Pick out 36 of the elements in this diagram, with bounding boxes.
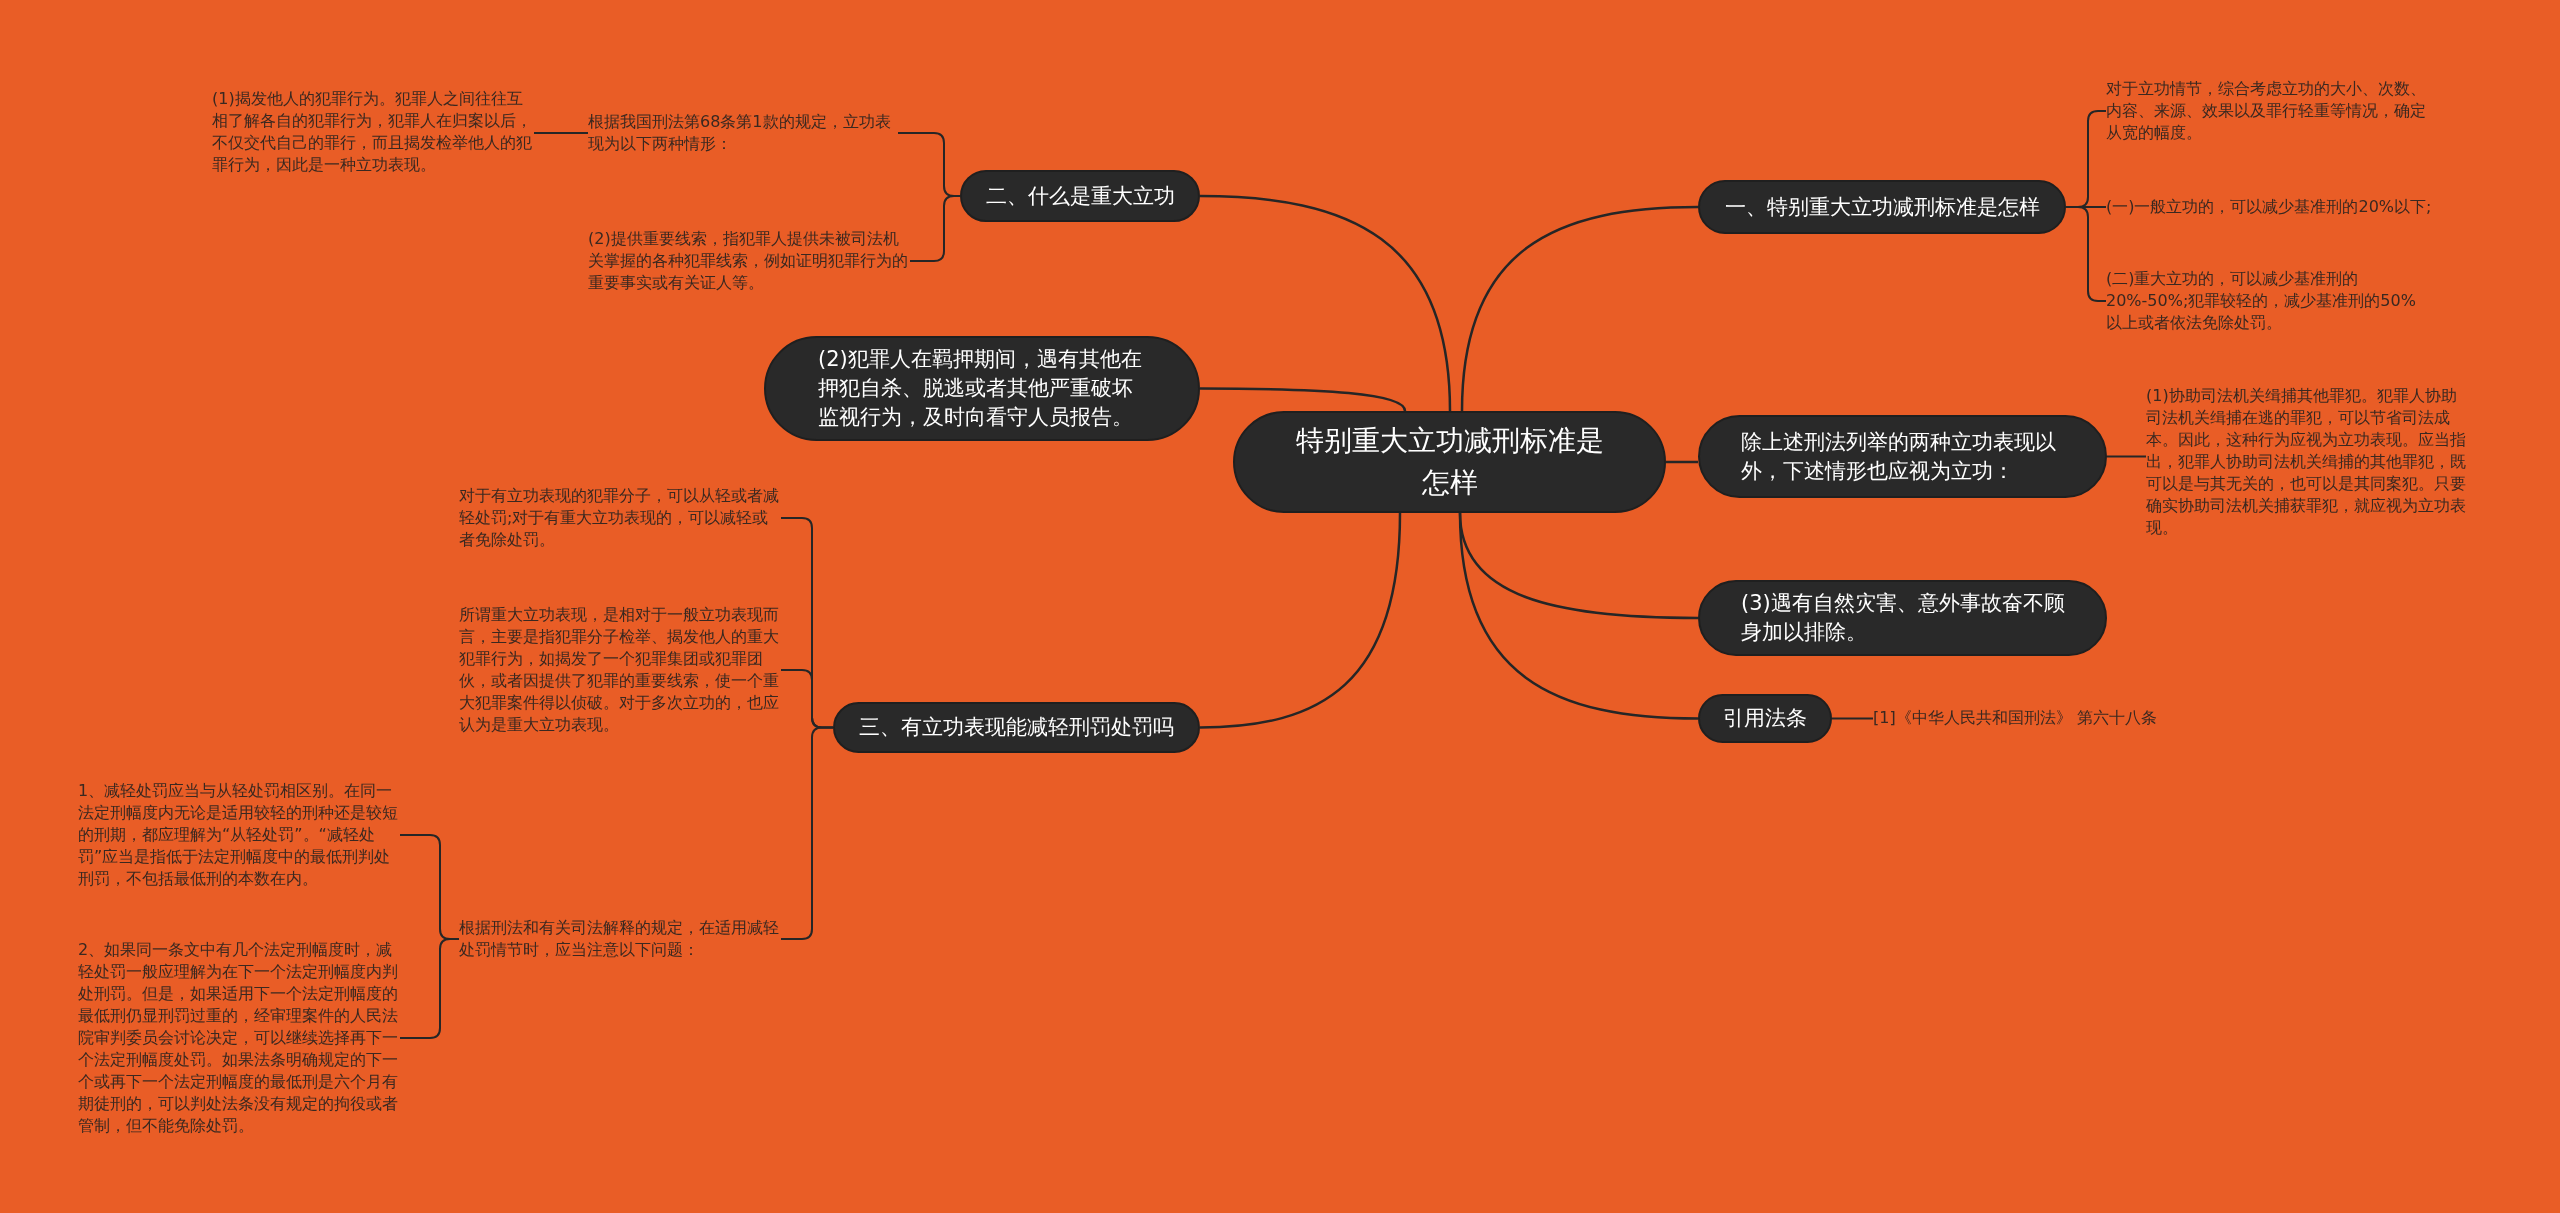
note-text: 对于立功情节，综合考虑立功的大小、次数、内容、来源、效果以及罪行轻重等情况，确定从宽的幅度。 (2106, 78, 2428, 144)
connector-line (1458, 512, 1699, 720)
topic-label: (2)犯罪人在羁押期间，遇有其他在押犯自杀、脱逃或者其他严重破坏监视行为，及时向看守人员报告。 (818, 346, 1143, 431)
note-text: 1、减轻处罚应当与从轻处罚相区别。在同一法定刑幅度内无论是适用较轻的刑种还是较短的刑期，都应理解为“从轻处罚”。“减轻处罚”应当是指低于法定刑幅度中的最低刑判处刑罚，不包括最低刑的本数在内。 (78, 780, 400, 890)
topic-pill (1698, 694, 1832, 743)
bracket-connector (909, 195, 961, 262)
note-text: (二)重大立功的，可以减少基准刑的20%-50%;犯罪较轻的，减少基准刑的50%以上或者依法免除处罚。 (2106, 268, 2428, 334)
note-text: (2)提供重要线索，指犯罪人提供未被司法机关掌握的各种犯罪线索，例如证明犯罪行为的重要事实或有关证人等。 (588, 228, 910, 294)
note-text: (1)协助司法机关缉捕其他罪犯。犯罪人协助司法机关缉捕在逃的罪犯，可以节省司法成本。因此，这种行为应视为立功表现。应当指出，犯罪人协助司法机关缉捕的其他罪犯，既可以是与其无关的，也可以是其同案犯。只要确实协助司法机关捕获罪犯，就应视为立功表现。 (2146, 385, 2468, 539)
bracket-connector (399, 938, 460, 1039)
connector-line (2106, 455, 2147, 458)
connector-line (1200, 387, 1407, 412)
topic-label: (3)遇有自然灾害、意外事故奋不顾身加以排除。 (1741, 590, 2066, 646)
note-text: (一)一般立功的，可以减少基准刑的20%以下; (2106, 196, 2451, 218)
note-text: 对于有立功表现的犯罪分子，可以从轻或者减轻处罚;对于有重大立功表现的，可以减轻或者免除处罚。 (459, 485, 781, 551)
connector-line (1831, 717, 1874, 720)
topic-label: 除上述刑法列举的两种立功表现以外，下述情形也应视为立功： (1741, 428, 2057, 485)
topic-pill (960, 170, 1200, 222)
note-text: 根据刑法和有关司法解释的规定，在适用减轻处罚情节时，应当注意以下问题： (459, 917, 781, 961)
connector-line (533, 132, 589, 134)
topic-label: 引用法条 (1722, 705, 1808, 732)
connector-line (1460, 205, 1699, 412)
note-text: 根据我国刑法第68条第1款的规定，立功表现为以下两种情形： (588, 111, 898, 155)
note-text: 2、如果同一条文中有几个法定刑幅度时，减轻处罚一般应理解为在下一个法定刑幅度内判处刑罚。但是，如果适用下一个法定刑幅度的最低刑仍显刑罚过重的，经审理案件的人民法院审判委员会讨论决定，可以继续选择再下一个法定刑幅度处罚。如果法条明确规定的下一个或再下一个法定刑幅度的最低刑是六个月有期徒刑的，可以判处法条没有规定的拘役或者管制，但不能免除处罚。 (78, 939, 400, 1137)
note-text: 所谓重大立功表现，是相对于一般立功表现而言，主要是指犯罪分子检举、揭发他人的重大犯罪行为，如揭发了一个犯罪集团或犯罪团伙，或者因提供了犯罪的重要线索，使一个重大犯罪案件得以侦破。对于多次立功的，也应认为是重大立功表现。 (459, 604, 781, 736)
connector-line (1199, 194, 1452, 412)
topic-label: 三、有立功表现能减轻刑罚处罚吗 (858, 714, 1175, 741)
topic-pill (1698, 180, 2066, 234)
note-text: (1)揭发他人的犯罪行为。犯罪人之间往往互相了解各自的犯罪行为，犯罪人在归案以后，不仅交代自己的罪行，而且揭发检举他人的犯罪行为，因此是一种立功表现。 (212, 88, 534, 176)
topic-pill (833, 702, 1200, 753)
topic-label: 二、什么是重大立功 (984, 182, 1176, 210)
topic-label: 特别重大立功减刑标准是怎样 (1294, 423, 1605, 501)
connector-line (1199, 512, 1402, 729)
note-text: [1]《中华人民共和国刑法》 第六十八条 (1873, 707, 2203, 729)
connector-line (1666, 460, 1698, 464)
topic-label: 一、特别重大立功减刑标准是怎样 (1723, 193, 2041, 221)
